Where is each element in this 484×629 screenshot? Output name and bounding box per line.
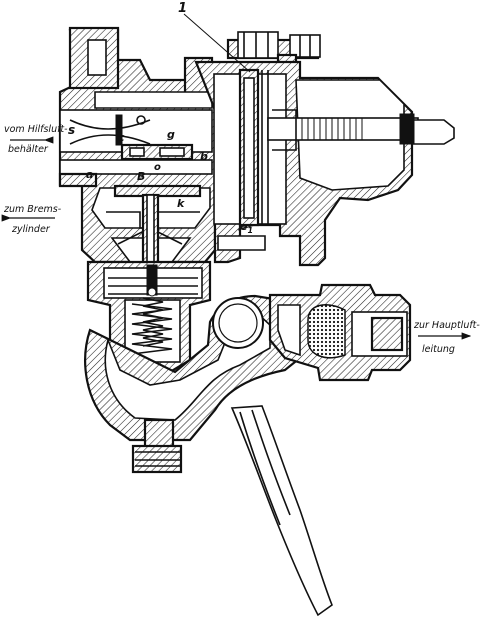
lower-pipe-bend [84,294,302,474]
label-a: a [86,168,93,181]
label-from-aux-reservoir-2: behälter [8,144,49,155]
label-e1: e1 [240,220,253,235]
lever-handle [230,405,333,617]
label-from-aux-reservoir-1: vom Hilfsluft- [4,124,68,135]
label-B: B [137,170,145,183]
label-s: s [68,123,75,137]
label-k: k [177,197,185,210]
leader-lines [183,13,256,231]
main-line-coupling [268,283,412,382]
label-part-1: 1 [178,1,187,16]
label-to-brake-cylinder-1: zum Brems- [3,204,62,215]
label-o: o [154,162,161,173]
label-to-main-line-2: leitung [422,344,455,355]
flow-arrows [1,136,472,340]
label-to-brake-cylinder-2: zylinder [11,224,51,235]
label-g: g [167,128,175,141]
right-housing [194,60,455,267]
callout-labels: 1 vom Hilfsluft- behälter zum Brems- zyl… [3,1,480,355]
label-to-main-line-1: zur Hauptluft- [413,320,480,331]
main-valve-body [58,26,217,374]
label-b: b [200,150,208,163]
label-c: c [118,131,125,144]
